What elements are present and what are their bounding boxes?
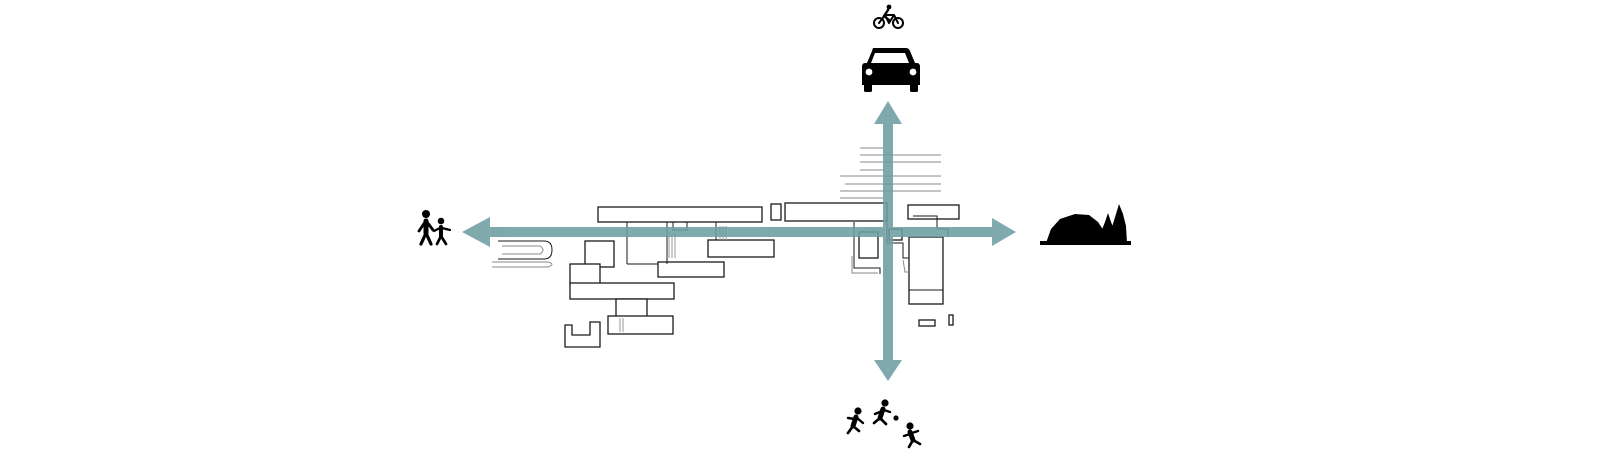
- south-arrowhead: [874, 360, 902, 381]
- car-icon: [862, 48, 920, 92]
- east-arrowhead: [992, 218, 1016, 246]
- circulation-axes: [462, 101, 1016, 381]
- north-south-axis: [883, 118, 893, 364]
- bicycle-icon: [873, 4, 904, 29]
- east-wing: [770, 202, 960, 327]
- east-west-axis: [486, 227, 996, 237]
- site-plan: [492, 147, 960, 348]
- north-arrowhead: [874, 101, 902, 124]
- west-wing: [564, 206, 775, 348]
- children-playing-ball-icon: [846, 399, 922, 449]
- pedestrians-icon: [417, 210, 452, 246]
- parking-stripes: [840, 147, 941, 199]
- west-arrowhead: [462, 217, 490, 247]
- drop-off-loop: [492, 240, 553, 268]
- landscape-rock-trees-icon: [1040, 204, 1131, 245]
